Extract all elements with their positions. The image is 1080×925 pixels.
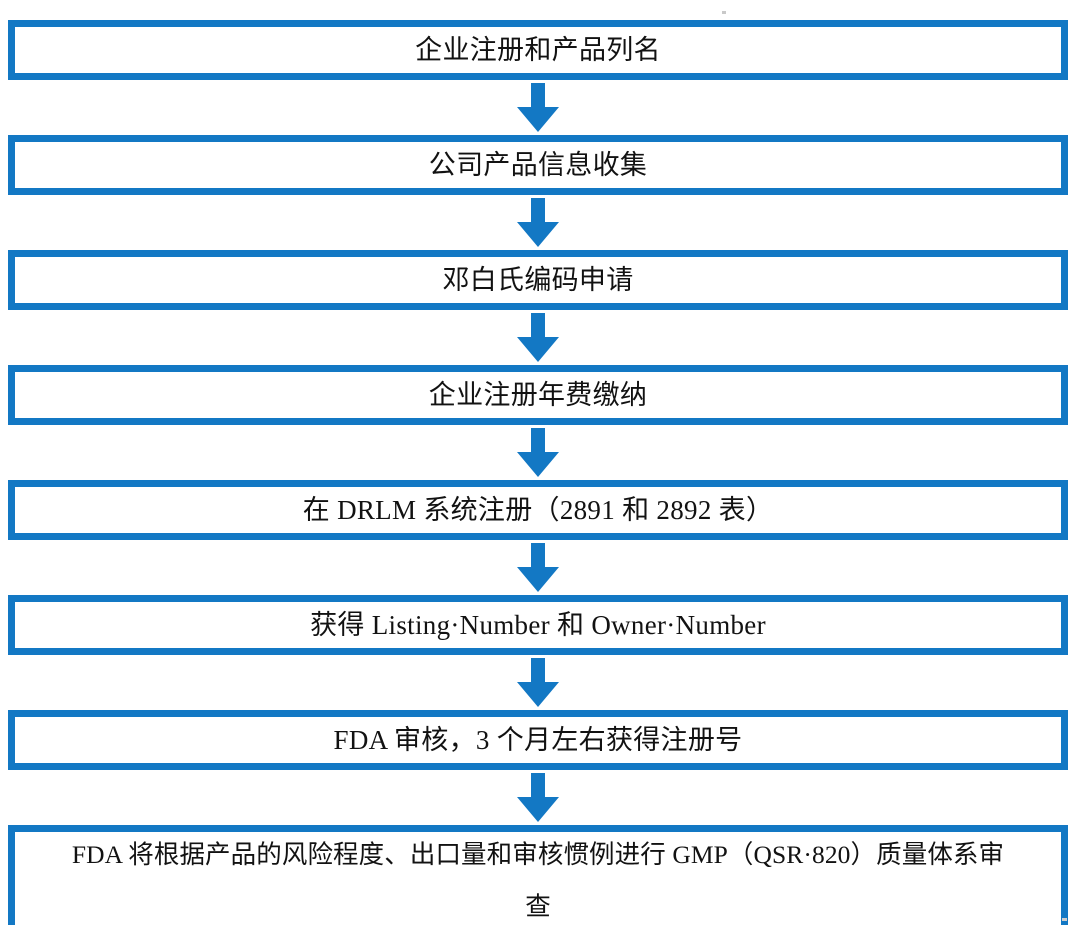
connector-3-4 bbox=[8, 310, 1068, 365]
step-label-8: FDA 将根据产品的风险程度、出口量和审核惯例进行 GMP（QSR·820）质量… bbox=[71, 840, 1005, 921]
step-label-4: 企业注册年费缴纳 bbox=[428, 380, 648, 410]
connector-2-3 bbox=[8, 195, 1068, 250]
step-label-2: 公司产品信息收集 bbox=[428, 150, 648, 180]
arrow-down-icon bbox=[515, 658, 561, 708]
arrow-down-icon bbox=[515, 428, 561, 478]
flowchart-steps-container: 企业注册和产品列名 公司产品信息收集 bbox=[8, 20, 1068, 925]
step-box-2[interactable]: 公司产品信息收集 bbox=[8, 135, 1068, 195]
flow-step-1: 企业注册和产品列名 bbox=[8, 20, 1068, 80]
step-label-1: 企业注册和产品列名 bbox=[415, 35, 661, 65]
connector-5-6 bbox=[8, 540, 1068, 595]
bottom-artifact-speck bbox=[1062, 918, 1067, 921]
flow-step-6: 获得 Listing·Number 和 Owner·Number bbox=[8, 595, 1068, 655]
connector-6-7 bbox=[8, 655, 1068, 710]
step-box-3[interactable]: 邓白氏编码申请 bbox=[8, 250, 1068, 310]
step-box-7[interactable]: FDA 审核，3 个月左右获得注册号 bbox=[8, 710, 1068, 770]
arrow-down-icon bbox=[515, 83, 561, 133]
flow-step-3: 邓白氏编码申请 bbox=[8, 250, 1068, 310]
arrow-down-icon bbox=[515, 773, 561, 823]
top-artifact-speck bbox=[722, 11, 726, 14]
flow-step-2: 公司产品信息收集 bbox=[8, 135, 1068, 195]
step-label-3: 邓白氏编码申请 bbox=[442, 265, 634, 295]
flow-step-5: 在 DRLM 系统注册（2891 和 2892 表） bbox=[8, 480, 1068, 540]
arrow-down-icon bbox=[515, 198, 561, 248]
step-box-6[interactable]: 获得 Listing·Number 和 Owner·Number bbox=[8, 595, 1068, 655]
step-box-4[interactable]: 企业注册年费缴纳 bbox=[8, 365, 1068, 425]
arrow-down-icon bbox=[515, 543, 561, 593]
connector-4-5 bbox=[8, 425, 1068, 480]
flow-step-8: FDA 将根据产品的风险程度、出口量和审核惯例进行 GMP（QSR·820）质量… bbox=[8, 825, 1068, 925]
step-box-1[interactable]: 企业注册和产品列名 bbox=[8, 20, 1068, 80]
flow-step-7: FDA 审核，3 个月左右获得注册号 bbox=[8, 710, 1068, 770]
connector-1-2 bbox=[8, 80, 1068, 135]
step-label-5: 在 DRLM 系统注册（2891 和 2892 表） bbox=[302, 495, 774, 525]
flow-step-4: 企业注册年费缴纳 bbox=[8, 365, 1068, 425]
step-label-7: FDA 审核，3 个月左右获得注册号 bbox=[333, 725, 743, 755]
step-box-5[interactable]: 在 DRLM 系统注册（2891 和 2892 表） bbox=[8, 480, 1068, 540]
step-box-8[interactable]: FDA 将根据产品的风险程度、出口量和审核惯例进行 GMP（QSR·820）质量… bbox=[8, 825, 1068, 925]
step-label-6: 获得 Listing·Number 和 Owner·Number bbox=[310, 610, 766, 640]
arrow-down-icon bbox=[515, 313, 561, 363]
connector-7-8 bbox=[8, 770, 1068, 825]
